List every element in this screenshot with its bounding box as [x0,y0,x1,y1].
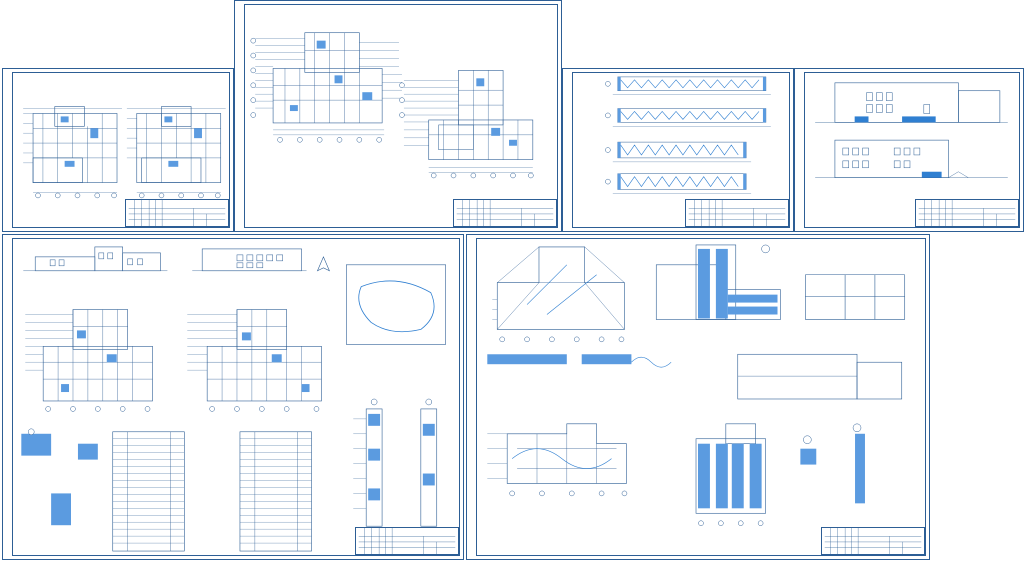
title-block [821,527,925,555]
title-block [453,199,557,227]
title-block-grid [358,528,456,554]
sheet-frame [572,72,790,228]
title-block-grid [456,200,554,226]
general-plans-artwork [21,246,446,552]
title-block-code [162,201,226,208]
title-block [915,199,1019,227]
title-block-code [722,201,786,208]
drawing-sheet-facades [794,68,1024,232]
facades-artwork [815,82,1008,178]
title-block-code [490,201,554,208]
title-block [125,199,229,227]
title-block-code [952,201,1016,208]
drawing-sheet-wall-sections [562,68,794,232]
drawing-sheet-general-plans [2,234,464,560]
sheet-frame [244,4,558,228]
sheet-frame [12,72,230,228]
title-block-code [858,529,922,536]
structural-details-artwork [487,244,906,526]
title-block-grid [918,200,1016,226]
title-block-code [392,529,456,536]
drawing-sheet-floor-plans-1 [2,68,234,232]
sheet-frame [476,238,926,556]
title-block [355,527,459,555]
floor-plans-artwork [250,32,534,179]
sheet-frame [804,72,1020,228]
drawing-sheet-structural-details [466,234,930,560]
title-block-grid [128,200,226,226]
floor-plans-artwork [23,106,226,199]
title-block [685,199,789,227]
title-block-grid [688,200,786,226]
title-block-grid [824,528,922,554]
sheet-frame [12,238,460,556]
drawing-sheet-floor-plans-2 [234,0,562,232]
wall-sections-artwork [605,76,771,194]
